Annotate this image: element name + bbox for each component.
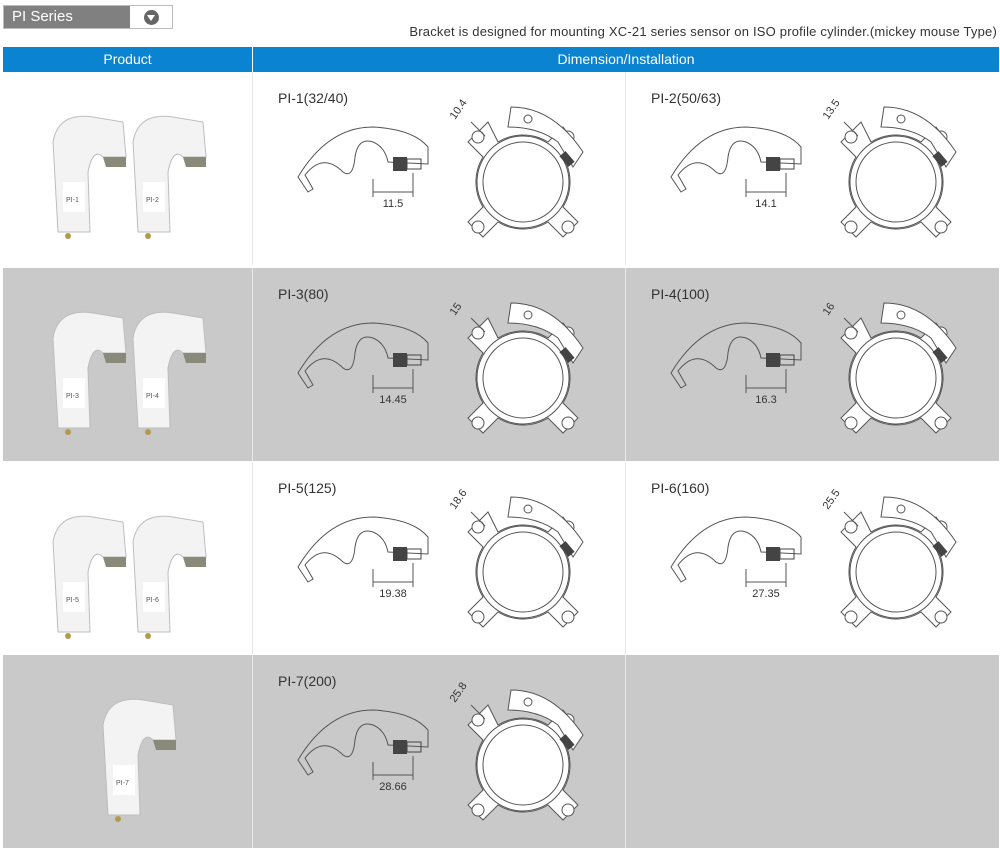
bracket-profile-drawing: 27.35 [670,516,802,600]
product-photo: PI-7 [102,698,177,822]
width-dimension-label: 11.5 [383,198,404,210]
cylinder-installation-drawing: 10.4 [448,97,584,238]
cylinder-installation-drawing: 25.5 [821,487,957,628]
bracket-profile-drawing: 19.38 [297,516,429,600]
series-title-dropdown[interactable]: PI Series Bracket [3,5,173,47]
model-name: PI-2(50/63) [651,90,722,106]
bracket-profile-drawing: 14.45 [297,322,429,406]
bracket-photo: PI-6 [132,515,207,639]
width-dimension-label: 19.38 [379,588,407,600]
column-header-dimension: Dimension/Installation [253,47,999,72]
gap-dimension-label: 10.4 [448,97,470,121]
width-dimension-label: 14.45 [379,394,407,406]
photo-label: PI-2 [146,197,159,204]
photo-label: PI-5 [66,597,79,604]
dimension-cell: 16.3 16 PI-4(100) [626,268,999,461]
cylinder-installation-drawing: 16 [821,301,957,434]
photo-label: PI-4 [146,393,159,400]
width-dimension-label: 16.3 [755,394,776,406]
photo-label: PI-7 [116,780,129,787]
dropdown-button[interactable] [130,6,172,28]
width-dimension-label: 28.66 [379,781,407,793]
series-description: Bracket is designed for mounting XC-21 s… [409,24,997,39]
model-name: PI-6(160) [651,480,710,496]
bracket-photo: PI-5 [52,515,127,639]
bracket-profile-drawing: 16.3 [670,322,802,406]
dimension-cell: 14.1 13.5 PI-2(50/63) [626,72,999,265]
dimension-cell: 14.45 15 PI-3(80) [253,268,626,461]
gap-dimension-label: 16 [821,301,838,318]
bracket-profile-drawing: 28.66 [297,709,429,793]
model-name: PI-4(100) [651,286,710,302]
product-cell: PI-7 [3,655,253,848]
product-cell: PI-1 PI-2 [3,72,253,265]
bracket-photo: PI-2 [132,115,207,239]
dimension-cell: 11.5 10.4 PI-1(32/40) [253,72,626,265]
gap-dimension-label: 13.5 [821,97,843,121]
bracket-photo: PI-3 [52,311,127,435]
model-name: PI-1(32/40) [278,90,349,106]
product-photo: PI-1 PI-2 [52,115,207,239]
gap-dimension-label: 25.5 [821,487,843,511]
gap-dimension-label: 18.6 [448,487,470,511]
cylinder-installation-drawing: 18.6 [448,487,584,628]
product-photo: PI-3 PI-4 [52,311,207,435]
product-photo: PI-5 PI-6 [52,515,207,639]
photo-label: PI-3 [66,393,79,400]
bracket-photo: PI-4 [132,311,207,435]
model-name: PI-5(125) [278,480,337,496]
cylinder-installation-drawing: 25.8 [448,680,584,821]
column-header-product: Product [3,47,253,72]
gap-dimension-label: 15 [448,301,465,318]
gap-dimension-label: 25.8 [448,680,470,704]
dimension-cell: 28.66 25.8 PI-7(200) [253,655,626,848]
series-title: PI Series Bracket [4,6,130,47]
cylinder-installation-drawing: 13.5 [821,97,957,238]
cylinder-installation-drawing: 15 [448,301,584,434]
table-row: PI-7 28.66 25.8 PI-7(200) [3,655,999,848]
bracket-photo: PI-7 [102,698,177,822]
width-dimension-label: 27.35 [752,588,780,600]
model-name: PI-7(200) [278,673,337,689]
dimension-cell: 19.38 18.6 PI-5(125) [253,462,626,655]
photo-label: PI-6 [146,597,159,604]
dimension-cell: 27.35 25.5 PI-6(160) [626,462,999,655]
bracket-profile-drawing: 14.1 [670,126,802,210]
bracket-photo: PI-1 [52,115,127,239]
photo-label: PI-1 [66,197,79,204]
model-name: PI-3(80) [278,286,329,302]
table-row: PI-5 PI-6 19.38 18.6 PI-5(125) 27.35 25.5 PI-6(… [3,462,999,655]
width-dimension-label: 14.1 [755,198,776,210]
dimension-cell [626,655,999,848]
table-header: Product Dimension/Installation [3,47,999,72]
product-cell: PI-5 PI-6 [3,462,253,655]
table-row: PI-3 PI-4 14.45 15 PI-3(80) 16.3 16 PI-4(100) [3,268,999,461]
product-cell: PI-3 PI-4 [3,268,253,461]
chevron-down-icon [143,9,159,25]
table-row: PI-1 PI-2 11.5 10.4 PI-1(32/40) 14.1 13.5 PI-2(… [3,72,999,265]
bracket-profile-drawing: 11.5 [297,126,429,210]
